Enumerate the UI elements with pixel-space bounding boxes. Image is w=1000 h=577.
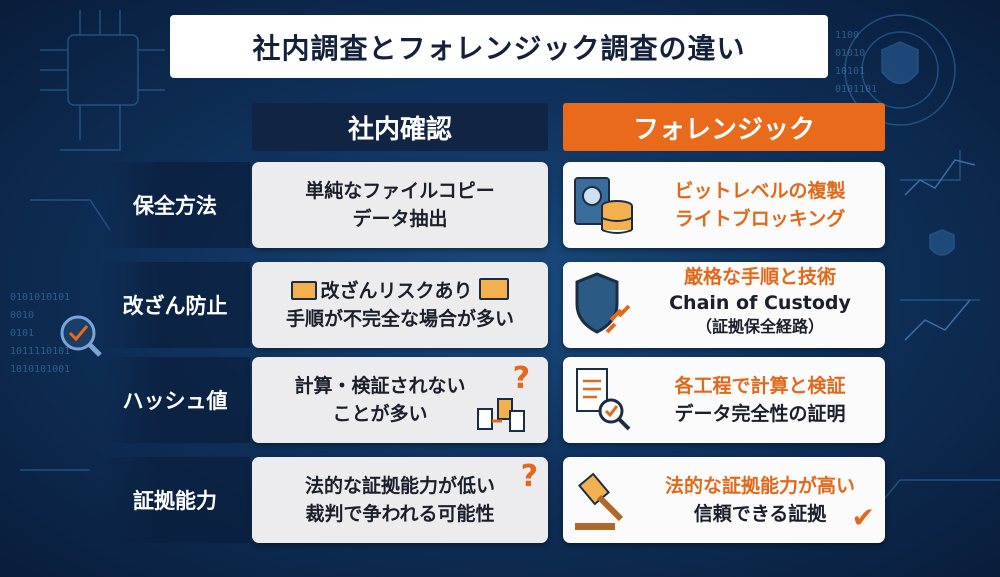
hard-drive-database-icon [574, 177, 633, 234]
cell-text: 厳格な手順と技術 [683, 266, 836, 288]
row-label-hash: ハッシュ値 [100, 357, 250, 443]
gavel-icon [575, 472, 624, 530]
folder-icon [291, 281, 318, 300]
check-icon: ✔ [851, 501, 875, 534]
internal-cell-hash: 計算・検証されないことが多い ? [252, 357, 548, 443]
cell-text: ことが多い [332, 403, 428, 425]
cell-text: 各工程で計算と検証 [674, 375, 846, 397]
cell-text: 信頼できる証拠 [693, 503, 827, 525]
cell-text: 改ざんリスクあり [320, 280, 473, 302]
question-mark-icon: ? [520, 459, 538, 494]
binary-text: 0101010101 [10, 292, 70, 303]
internal-cell-evidence: 法的な証拠能力が低い裁判で争われる可能性 ? [252, 457, 548, 543]
cell-text: データ抽出 [352, 208, 448, 230]
header-internal: 社内確認 [252, 103, 548, 151]
cell-text: 法的な証拠能力が低い [304, 475, 495, 497]
forensic-cell-hash: 各工程で計算と検証データ完全性の証明 [563, 357, 885, 443]
document-transfer-icon [477, 398, 525, 432]
cell-text: ビットレベルの複製 [674, 180, 846, 202]
binary-text: 10101 [835, 66, 865, 77]
magnifier-check-icon [60, 315, 102, 357]
cell-text: データ完全性の証明 [674, 403, 846, 425]
header-forensic: フォレンジック [563, 103, 885, 151]
cell-text: 裁判で争われる可能性 [305, 503, 495, 525]
binary-text: 1100 [835, 30, 859, 41]
folder-lock-icon [478, 278, 509, 300]
row-label-tamper: 改ざん防止 [100, 262, 250, 348]
binary-text: 01010 [835, 48, 865, 59]
question-mark-icon: ? [512, 361, 530, 396]
cell-text: （証拠保全経路） [695, 317, 824, 336]
forensic-cell-tamper: 厳格な手順と技術 Chain of Custody （証拠保全経路） [563, 262, 885, 348]
binary-text: 0101101 [835, 84, 877, 95]
cell-text: 計算・検証されない [294, 375, 466, 397]
shield-chain-icon [575, 272, 631, 334]
binary-text: 1011110101 [10, 346, 70, 357]
forensic-cell-evidence: 法的な証拠能力が高い信頼できる証拠 ✔ [563, 457, 885, 543]
internal-cell-preservation: 単純なファイルコピーデータ抽出 [252, 162, 548, 248]
binary-text: 0010 [10, 310, 34, 321]
binary-text: 1010101001 [10, 364, 70, 375]
document-magnifier-icon [576, 368, 631, 431]
cell-text: 手順が不完全な場合が多い [285, 308, 514, 330]
cell-text: ライトブロッキング [674, 208, 846, 230]
forensic-cell-preservation: ビットレベルの複製ライトブロッキング [563, 162, 885, 248]
row-label-evidence: 証拠能力 [100, 457, 250, 543]
page-title: 社内調査とフォレンジック調査の違い [170, 15, 828, 78]
row-label-preservation: 保全方法 [100, 162, 250, 248]
cell-text: Chain of Custody [669, 292, 851, 314]
binary-text: 0101 [10, 328, 34, 339]
cell-text: 法的な証拠能力が高い [664, 475, 855, 497]
cell-text: 単純なファイルコピー [305, 180, 495, 202]
internal-cell-tamper: 改ざんリスクあり手順が不完全な場合が多い [252, 262, 548, 348]
